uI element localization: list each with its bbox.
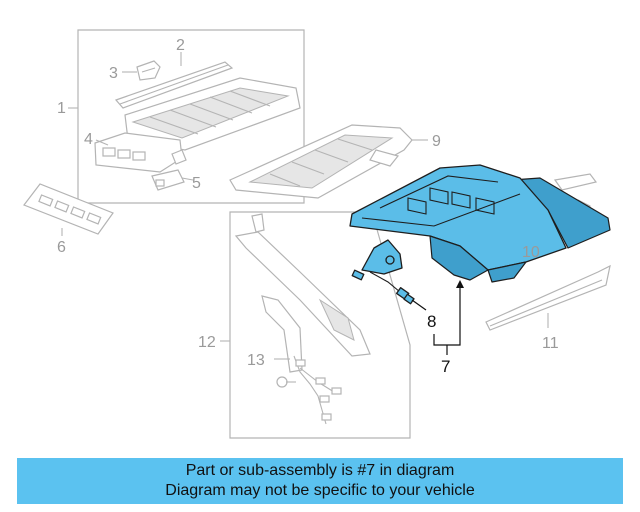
part-2-strip [114,61,234,109]
part-13-harness [261,295,342,425]
part-8-cable [351,239,415,305]
callout-7: 7 [441,357,450,376]
arrow-head-7 [456,280,464,288]
part-5-bracket [151,169,185,191]
group-box-parts-12-13 [229,211,411,439]
callout-9: 9 [432,133,441,150]
leader-bracket-7 [433,282,461,346]
callout-12: 12 [198,334,216,351]
leader-line-4 [95,139,109,146]
callout-3: 3 [109,65,118,82]
leader-line-5 [181,177,194,181]
part-6-trim [23,183,114,235]
group-box-parts-1-5 [77,29,305,204]
callout-5: 5 [192,175,201,192]
part-7-top-panel [349,164,611,283]
callout-1: 1 [57,100,66,117]
part-9-frame [229,124,413,199]
part-12-pillar [234,213,371,357]
banner-line-2: Diagram may not be specific to your vehi… [165,482,475,499]
part-11-rail [485,264,611,331]
callout-8: 8 [427,312,436,331]
parts-diagram: 1 2 3 4 5 6 7 8 9 10 11 12 13 [23,29,611,439]
banner-line-1: Part or sub-assembly is #7 in diagram [185,462,455,479]
part-1-roof-panel [124,77,301,151]
callout-11: 11 [542,335,559,352]
callout-2: 2 [176,37,185,54]
part-4-bracket [94,132,187,173]
info-banner: Part or sub-assembly is #7 in diagram Di… [17,458,623,504]
callout-6: 6 [57,239,66,256]
part-3-clip [136,60,161,81]
callout-13: 13 [247,352,265,369]
callout-10: 10 [522,244,540,261]
callout-4: 4 [84,131,93,148]
leader-line-8 [411,299,427,311]
